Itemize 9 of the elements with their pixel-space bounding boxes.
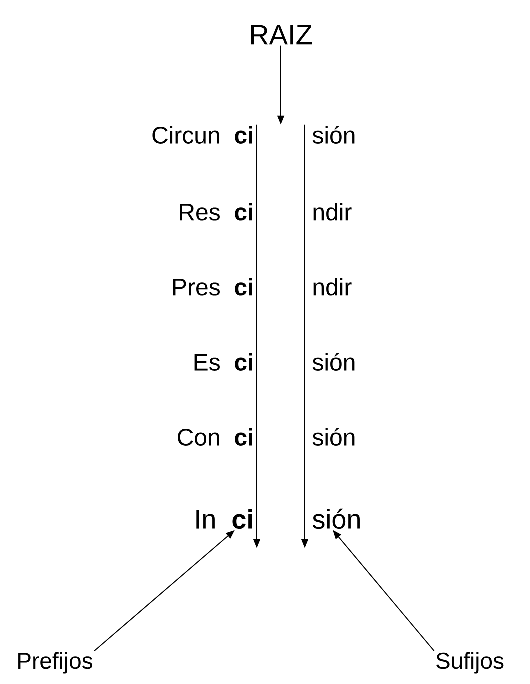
word-row: Es ci sión	[194, 353, 355, 371]
label-text: RAIZ	[251, 25, 312, 45]
word-row: Res ci ndir	[180, 203, 352, 221]
label-text: Sufijos	[436, 652, 504, 674]
word-row: Circun ci sión	[152, 126, 355, 144]
word-row: Pres ci ndir	[173, 278, 352, 296]
word-row: Con ci sión	[178, 428, 355, 446]
label-text: Prefijos	[18, 652, 92, 674]
word-row: In ci sión	[196, 508, 360, 530]
